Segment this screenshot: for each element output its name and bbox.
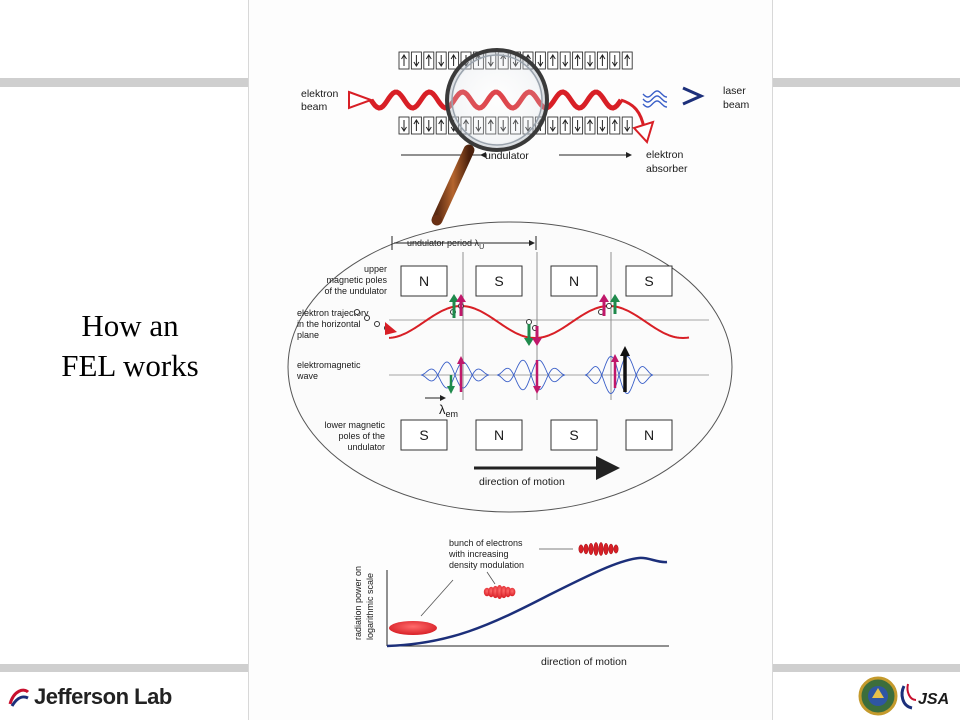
electron-trajectory <box>388 304 690 340</box>
pointer-to-bunch-2 <box>486 571 496 585</box>
undulator-period-label: undulator period λU <box>407 238 484 251</box>
jlab-wordmark: Jefferson Lab <box>34 684 172 709</box>
svg-text:N: N <box>644 427 654 443</box>
jefferson-lab-logo: Jefferson Lab <box>8 682 172 712</box>
annotation-line-3: density modulation <box>449 560 524 570</box>
lower-poles-label-1: lower magnetic <box>324 420 385 430</box>
lower-pole-n-2: N <box>625 419 673 451</box>
lower-pole-s-1: S <box>400 419 448 451</box>
svg-text:S: S <box>494 273 503 289</box>
trajectory-label-3: plane <box>297 330 319 340</box>
plot-ylabel-1: radiation power on <box>353 566 363 640</box>
electron-bunch-uniform <box>389 621 437 635</box>
field-arrows <box>447 346 630 394</box>
svg-text:S: S <box>569 427 578 443</box>
upper-poles-label-2: magnetic poles <box>326 275 387 285</box>
annotation-line-1: bunch of electrons <box>449 538 523 548</box>
trajectory-label-1: elektron trajectory <box>297 308 369 318</box>
doe-seal-icon <box>858 676 898 716</box>
lower-poles-label-3: undulator <box>347 442 385 452</box>
lower-poles-label-2: poles of the <box>338 431 385 441</box>
lower-pole-n-1: N <box>475 419 523 451</box>
upper-pole-n-2: N <box>550 265 598 297</box>
velocity-arrows <box>449 294 620 346</box>
detail-ellipse <box>287 221 733 513</box>
slide-title-line2: FEL works <box>61 348 199 383</box>
upper-poles-label-1: upper <box>364 264 387 274</box>
slide-title-line1: How an <box>81 308 179 343</box>
power-curve <box>386 556 668 648</box>
electron-beam-label-1: elektron <box>301 88 339 100</box>
pointer-to-bunch-1 <box>420 579 454 617</box>
laser-direction-icon <box>682 86 705 106</box>
magnifier-icon <box>431 48 549 226</box>
laser-packet-icon <box>642 90 668 108</box>
electron-bunch-microbunched <box>578 542 619 556</box>
upper-poles-label-3: of the undulator <box>324 286 387 296</box>
beam-injector-icon <box>348 90 374 110</box>
trajectory-label-2: in the horizontal <box>297 319 361 329</box>
upper-pole-n-1: N <box>400 265 448 297</box>
direction-label-detail: direction of motion <box>479 476 565 488</box>
lambda-em-label: λem <box>439 402 458 419</box>
electron-beam-label-2: beam <box>301 101 328 113</box>
laser-beam-label-2: beam <box>723 99 750 111</box>
upper-pole-s-1: S <box>475 265 523 297</box>
svg-text:S: S <box>419 427 428 443</box>
jsa-logo-icon: JSA <box>900 683 949 710</box>
em-wave-label-1: elektromagnetic <box>297 360 361 370</box>
em-wave-packets <box>420 356 654 394</box>
trajectory-start-chain <box>354 309 397 335</box>
absorber-label-1: elektron <box>646 149 684 161</box>
lambda-em-marker: λem <box>425 395 458 419</box>
annotation-line-2: with increasing <box>448 549 509 559</box>
plot-ylabel-2: logarithmic scale <box>365 573 375 640</box>
jsa-text: JSA <box>918 691 949 708</box>
jlab-mark-icon <box>8 686 30 708</box>
svg-text:S: S <box>644 273 653 289</box>
absorber-label-2: absorber <box>646 163 688 175</box>
em-wave-label-2: wave <box>296 371 318 381</box>
svg-text:N: N <box>569 273 579 289</box>
laser-beam-label-1: laser <box>723 85 746 97</box>
electron-bunch-modulated <box>483 585 516 599</box>
absorber-arrow-icon <box>632 120 655 144</box>
svg-text:N: N <box>494 427 504 443</box>
lower-pole-s-2: S <box>550 419 598 451</box>
upper-pole-s-2: S <box>625 265 673 297</box>
plot-xlabel: direction of motion <box>541 656 627 668</box>
growth-plot: radiation power on logarithmic scale dir… <box>353 538 669 668</box>
fel-diagram: elektron beam laser beam undulator elekt… <box>287 48 750 668</box>
svg-text:N: N <box>419 273 429 289</box>
undulator-label: undulator <box>485 150 529 162</box>
slide-title: How an FEL works <box>30 306 230 386</box>
footer-logos-right: JSA <box>858 676 949 716</box>
